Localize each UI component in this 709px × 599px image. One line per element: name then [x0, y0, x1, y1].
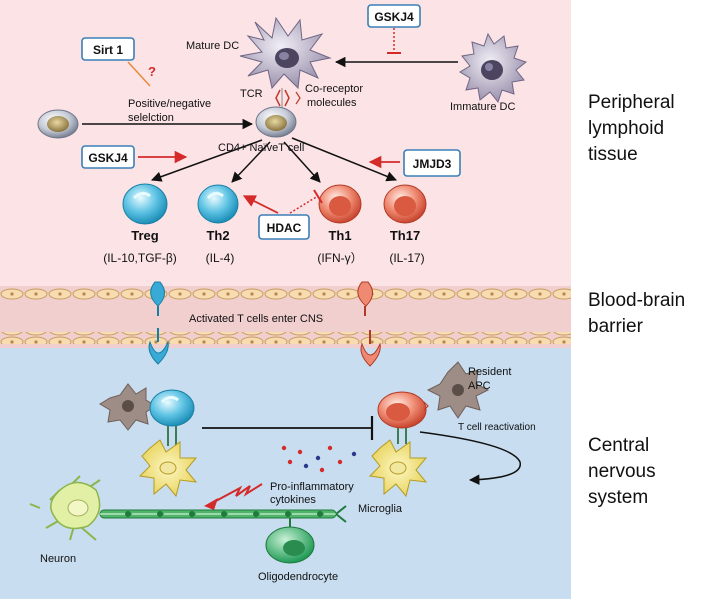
tcr-synapse — [275, 88, 301, 108]
bbb-membrane-lower — [0, 332, 571, 344]
mature-dc-cell — [239, 16, 332, 90]
cns-apc-left — [99, 383, 157, 431]
tcr-label: TCR — [240, 88, 263, 100]
selection-label-1: Positive/negative — [128, 98, 211, 110]
region-label-bbb: Blood-brain barrier — [588, 290, 685, 337]
diff-arrow-th17 — [291, 137, 397, 182]
microglia-left — [138, 439, 198, 498]
th2-cell — [197, 184, 239, 224]
region-label-cns: Central nervous system — [588, 435, 656, 508]
diff-arrow-th1 — [283, 141, 321, 183]
th1-name: Th1 — [328, 228, 351, 243]
migrating-treg-lower — [148, 328, 169, 365]
treg-cell — [122, 183, 168, 225]
sirt1-arrow — [127, 61, 151, 87]
sirt1-label: Sirt 1 — [93, 43, 123, 57]
resident-apc-label-2: APC — [468, 380, 491, 392]
neuron — [29, 475, 101, 541]
pro-inflam-label-2: cytokines — [270, 494, 316, 506]
th17-cytokine: (IL-17) — [389, 251, 424, 265]
hdac-inhibit-line — [289, 195, 319, 214]
mature-dc-label: Mature DC — [186, 40, 239, 52]
neuron-label: Neuron — [40, 553, 76, 565]
diff-arrow-th2 — [231, 141, 271, 183]
th17-cell — [383, 184, 427, 224]
region-label-peripheral: Peripheral lymphoid tissue — [588, 92, 675, 165]
sirt1-box — [81, 37, 135, 61]
microglia-right — [368, 439, 428, 498]
svg-text:lymphoid: lymphoid — [588, 118, 664, 139]
t-reactivation-label: T cell reactivation — [458, 422, 536, 433]
th2-cytokine: (IL-4) — [206, 251, 235, 265]
jmjd3-box — [403, 149, 461, 177]
oligodendrocyte — [265, 518, 315, 564]
th2-name: Th2 — [206, 228, 229, 243]
oligodendrocyte-label: Oligodendrocyte — [258, 571, 338, 583]
coreceptor-label-1: Co-receptor — [305, 83, 363, 95]
hdac-label: HDAC — [267, 221, 302, 235]
svg-text:tissue: tissue — [588, 144, 638, 165]
bbb-membrane-upper — [0, 288, 571, 300]
t-reactivation-arrow — [419, 431, 521, 485]
myelinated-axon — [99, 505, 347, 523]
treg-cytokine: (IL-10,TGF-β) — [103, 251, 177, 265]
svg-text:system: system — [588, 487, 648, 508]
coreceptor-label-2: molecules — [307, 97, 357, 109]
naive-t-label: CD4+ NaïveT cell — [218, 142, 304, 154]
resident-apc — [426, 361, 490, 419]
diff-arrow-treg — [151, 139, 263, 182]
svg-text:nervous: nervous — [588, 461, 656, 482]
cytokine-dots — [281, 445, 357, 473]
svg-text:barrier: barrier — [588, 316, 644, 337]
th17-name: Th17 — [390, 228, 420, 243]
migrating-treg-upper — [150, 281, 165, 316]
gskj4-left-box — [81, 145, 135, 169]
resident-apc-label-1: Resident — [468, 366, 511, 378]
cns-th1-cell — [377, 391, 429, 444]
activated-t-label: Activated T cells enter CNS — [189, 313, 323, 325]
svg-text:Peripheral: Peripheral — [588, 92, 675, 113]
treg-name: Treg — [131, 228, 159, 243]
migrating-th1-lower — [360, 330, 381, 367]
damage-arrow — [204, 483, 263, 510]
hdac-inhibit-bar — [313, 189, 323, 204]
immature-dc-label: Immature DC — [450, 101, 515, 113]
naive-t-cell — [255, 106, 297, 138]
pro-inflam-label-1: Pro-inflammatory — [270, 481, 354, 493]
precursor-cell — [37, 109, 79, 139]
immature-dc-cell — [459, 32, 528, 104]
gskj4-top-label: GSKJ4 — [374, 10, 414, 24]
svg-text:Blood-brain: Blood-brain — [588, 290, 685, 311]
migrating-th1-upper — [357, 281, 373, 316]
gskj4-top-box — [367, 4, 421, 28]
selection-label-2: selelction — [128, 112, 174, 124]
sirt1-question-mark: ? — [148, 64, 156, 79]
jmjd3-label: JMJD3 — [413, 157, 452, 171]
microglia-label: Microglia — [358, 503, 403, 515]
hdac-promote-arrow — [242, 195, 279, 214]
cns-treg-cell — [149, 389, 195, 446]
hdac-box — [258, 214, 310, 240]
th1-cell — [318, 184, 362, 224]
th1-cytokine: (IFN-γ） — [317, 251, 362, 265]
gskj4-left-label: GSKJ4 — [88, 151, 128, 165]
svg-text:Central: Central — [588, 435, 649, 456]
